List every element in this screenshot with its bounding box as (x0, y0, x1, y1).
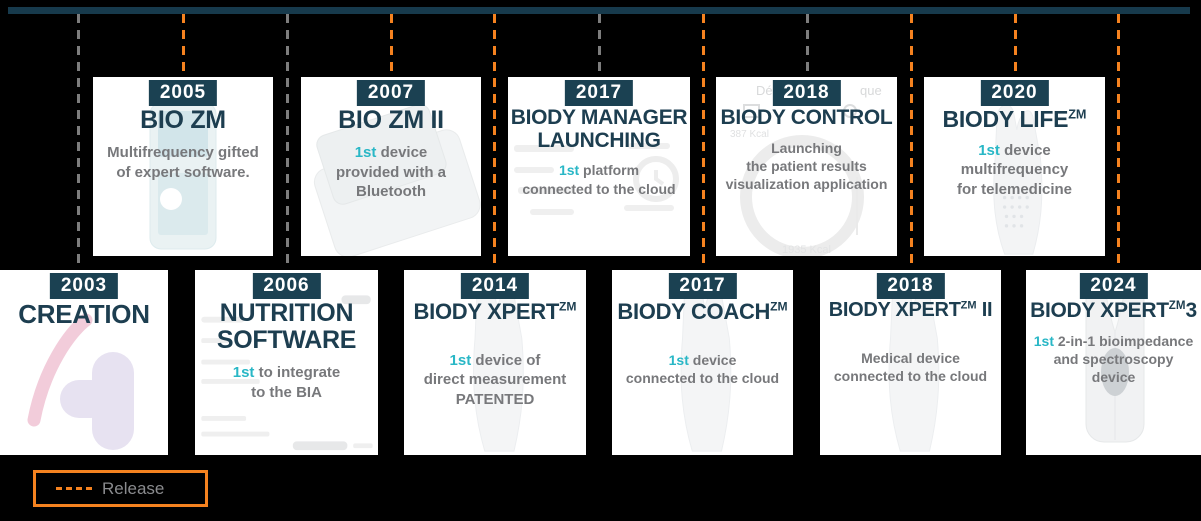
connector-line (806, 14, 809, 80)
year-badge: 2024 (1079, 273, 1148, 299)
milestone-title: BIODY CONTROL (720, 106, 893, 129)
release-connector-line (1117, 14, 1120, 273)
year-badge: 2014 (460, 273, 530, 299)
release-connector-line (702, 14, 705, 273)
release-legend: Release (33, 470, 208, 507)
milestone-title: BIO ZM II (338, 106, 444, 134)
release-connector-line (1014, 14, 1017, 80)
milestone-title: BIODY XPERTZM (413, 299, 577, 324)
release-dash-icon (56, 487, 92, 490)
svg-text:que: que (860, 83, 882, 98)
milestone-card: 2024 BIODY XPERTZM3 1st 2-in-1 bioimpeda… (1026, 270, 1201, 455)
release-connector-line (182, 14, 185, 80)
year-badge: 2017 (564, 80, 634, 106)
release-connector-line (493, 14, 496, 273)
year-badge: 2005 (148, 80, 218, 106)
milestone-title: BIO ZM (140, 106, 226, 134)
year-badge: 2006 (252, 273, 321, 299)
year-badge: 2018 (772, 80, 841, 106)
year-badge: 2018 (876, 273, 945, 299)
milestone-title: BIODY XPERTZM II (828, 299, 993, 321)
year-badge: 2017 (668, 273, 737, 299)
milestone-title: BIODY XPERTZM3 (1030, 299, 1197, 322)
svg-text:Dé: Dé (756, 83, 773, 98)
release-connector-line (910, 14, 913, 273)
milestone-title: CREATION (18, 299, 150, 329)
milestone-content: CREATION (0, 300, 168, 328)
milestone-title: BIODY LIFEZM (942, 106, 1087, 132)
release-connector-line (390, 14, 393, 80)
milestone-title: BIODY COACHZM (617, 299, 788, 324)
connector-line (77, 14, 80, 273)
connector-line (286, 14, 289, 273)
release-legend-label: Release (102, 478, 165, 498)
connector-line (598, 14, 601, 80)
timeline-bar (8, 7, 1190, 14)
year-badge: 2003 (49, 273, 119, 299)
milestone-card: 2003 CREATION (0, 270, 168, 455)
year-badge: 2007 (356, 80, 426, 106)
svg-text:1935 Kcal: 1935 Kcal (782, 244, 831, 256)
year-badge: 2020 (980, 80, 1049, 106)
